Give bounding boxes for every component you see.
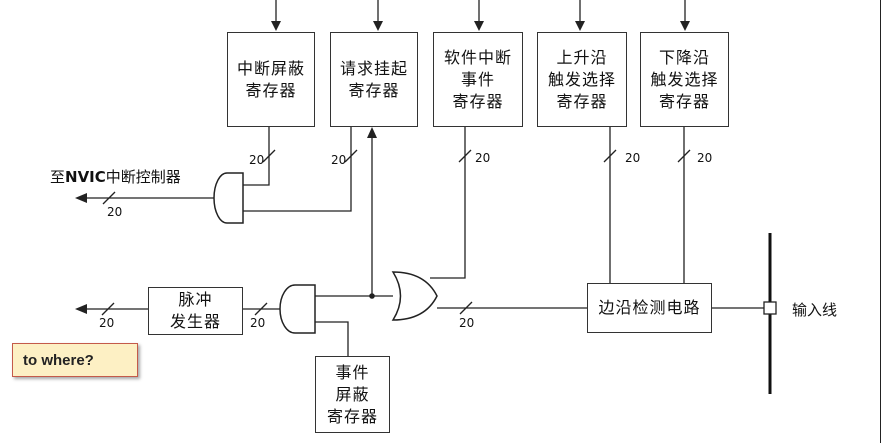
software-interrupt-line <box>430 127 466 279</box>
nvic-suffix: 中断控制器 <box>105 168 181 186</box>
bus-width-label: 20 <box>331 153 347 167</box>
junction-dot <box>369 293 375 299</box>
request-pending-line <box>243 127 352 212</box>
software-interrupt-event-register: 软件中断 事件 寄存器 <box>433 32 523 127</box>
input-terminal <box>763 301 777 315</box>
nvic-prefix: 至 <box>50 168 66 186</box>
edge-detection-circuit: 边沿检测电路 <box>587 283 712 333</box>
bus-width-label: 20 <box>249 153 265 167</box>
bus-width-label: 20 <box>250 316 266 330</box>
bus-width-label: 20 <box>625 151 641 165</box>
and-gate-event <box>279 284 316 334</box>
interrupt-mask-register-label: 中断屏蔽 寄存器 <box>236 58 305 100</box>
right-border <box>880 0 881 443</box>
software-interrupt-event-register-label: 软件中断 事件 寄存器 <box>443 47 512 111</box>
event-mask-register-label: 事件 屏蔽 寄存器 <box>326 362 378 426</box>
event-mask-register: 事件 屏蔽 寄存器 <box>315 356 390 433</box>
and-gate-nvic <box>213 172 244 224</box>
rising-edge-trigger-register: 上升沿 触发选择 寄存器 <box>537 32 627 127</box>
pulse-generator-label: 脉冲 发生器 <box>169 290 221 331</box>
falling-edge-trigger-register: 下降沿 触发选择 寄存器 <box>640 32 729 127</box>
interrupt-mask-line <box>243 127 270 186</box>
bus-width-label: 20 <box>107 205 123 219</box>
rising-edge-trigger-register-label: 上升沿 触发选择 寄存器 <box>547 47 616 111</box>
falling-edge-trigger-register-label: 下降沿 触发选择 寄存器 <box>650 47 719 111</box>
bus-width-marks <box>101 149 691 316</box>
arrowheads <box>75 21 690 314</box>
pulse-generator: 脉冲 发生器 <box>148 287 243 335</box>
annotation-note: to where? <box>12 343 138 377</box>
bus-width-label: 20 <box>459 316 475 330</box>
top-input-arrows <box>275 0 686 24</box>
bus-width-label: 20 <box>697 151 713 165</box>
edge-detection-circuit-label: 边沿检测电路 <box>598 298 701 317</box>
input-line-label: 输入线 <box>792 301 838 319</box>
interrupt-mask-register: 中断屏蔽 寄存器 <box>227 32 315 127</box>
event-mask-line <box>315 321 349 356</box>
nvic-bold: NVIC <box>65 168 106 186</box>
request-pending-register: 请求挂起 寄存器 <box>330 32 418 127</box>
bus-width-label: 20 <box>99 316 115 330</box>
nvic-output-label: 至NVIC中断控制器 <box>50 166 181 187</box>
or-gate <box>391 271 438 321</box>
bus-width-label: 20 <box>475 151 491 165</box>
request-pending-register-label: 请求挂起 寄存器 <box>339 58 408 100</box>
